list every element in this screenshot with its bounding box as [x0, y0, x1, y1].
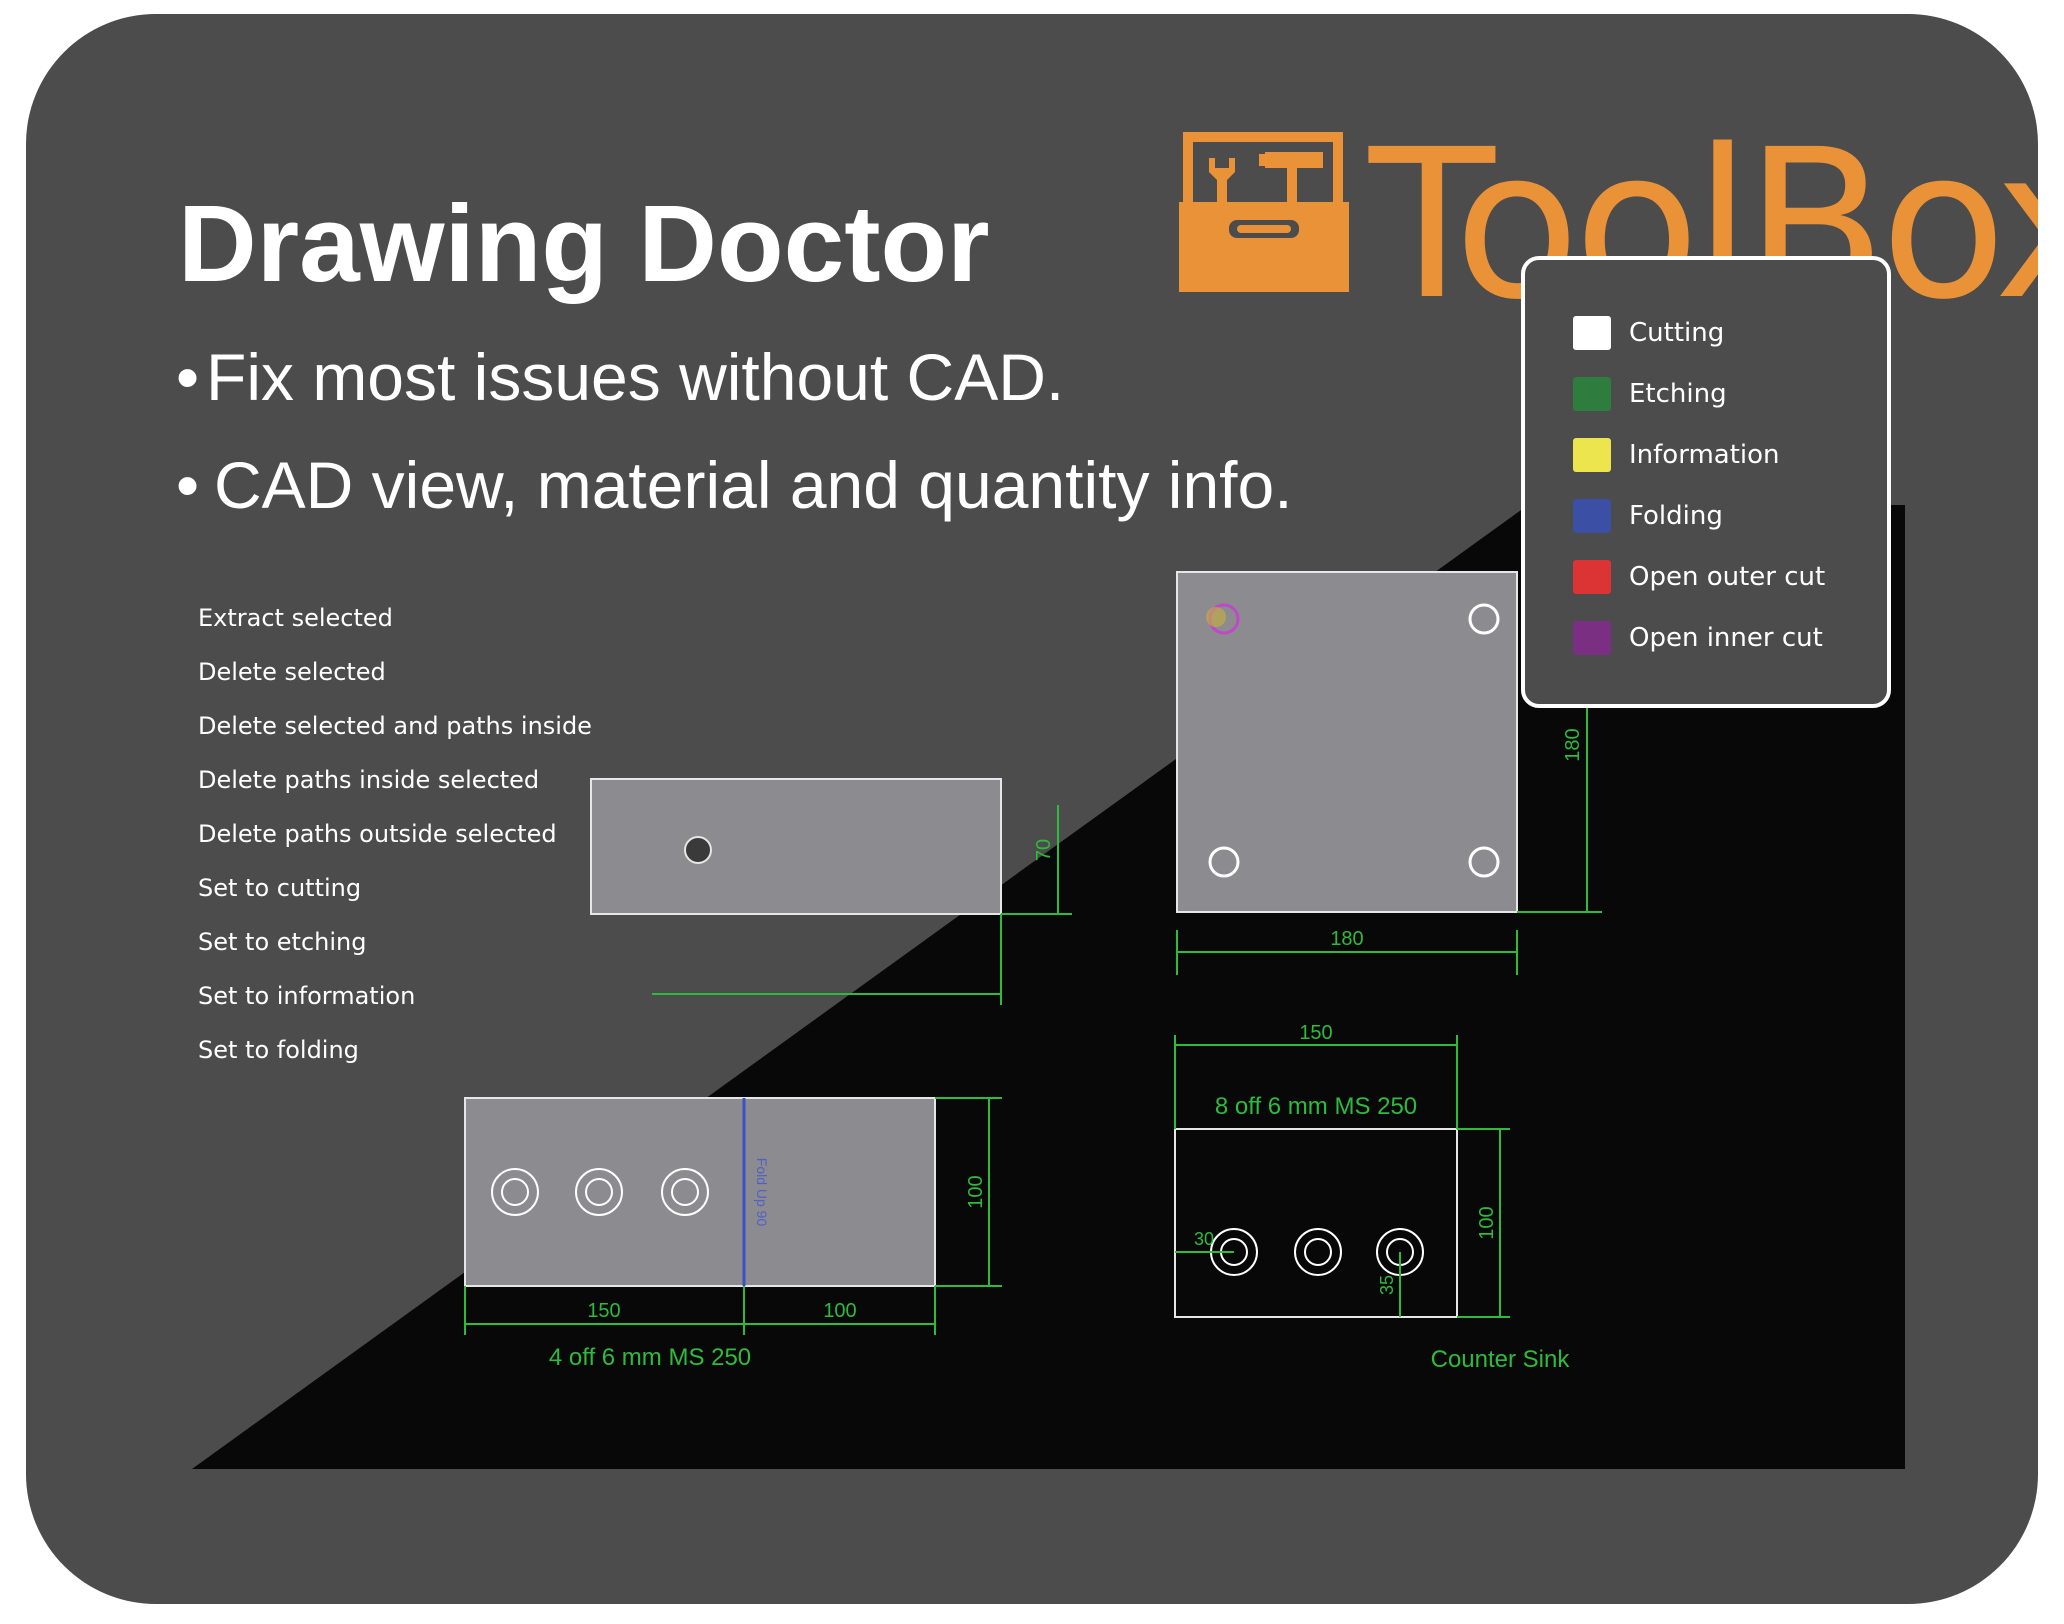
legend-label: Etching [1629, 379, 1727, 409]
cad-part-top-right[interactable]: 180 180 Ta [1176, 535, 1602, 975]
color-swatch [1573, 621, 1611, 655]
color-swatch [1573, 377, 1611, 411]
menu-item-delete-selected[interactable]: Delete selected [198, 658, 386, 686]
cad-viewport[interactable]: 180 180 Ta 70 Fold Up 90 [192, 505, 1905, 1469]
legend-label: Folding [1629, 501, 1723, 531]
dim-label: 30 [1194, 1229, 1214, 1249]
menu-item-delete-paths-inside[interactable]: Delete paths inside selected [198, 766, 540, 794]
cad-part-bottom-left[interactable]: Fold Up 90 150 100 100 4 off 6 mm MS 250 [464, 1097, 1002, 1371]
dim-label: 70 [1033, 839, 1055, 861]
dim-label: 150 [587, 1300, 620, 1322]
cad-part-middle[interactable]: 70 [590, 778, 1072, 1005]
dim-label: 35 [1377, 1275, 1397, 1295]
slide-card: Drawing Doctor •Fix most issues without … [26, 14, 2038, 1604]
feature-bullet: •CAD view, material and quantity info. [176, 452, 1293, 518]
menu-item-set-information[interactable]: Set to information [198, 982, 416, 1010]
feature-bullet: •Fix most issues without CAD. [176, 344, 1064, 410]
legend-label: Open outer cut [1629, 562, 1826, 592]
quantity-label: 4 off 6 mm MS 250 [549, 1344, 751, 1371]
menu-item-delete-selected-and-inside[interactable]: Delete selected and paths inside [198, 712, 592, 740]
menu-item-set-etching[interactable]: Set to etching [198, 928, 367, 956]
color-swatch [1573, 438, 1611, 472]
cad-part-bottom-right[interactable]: 150 8 off 6 mm MS 250 30 35 100 Counter … [1174, 1022, 1571, 1373]
quantity-label: 8 off 6 mm MS 250 [1215, 1093, 1417, 1120]
page-title: Drawing Doctor [178, 183, 990, 305]
menu-item-extract-selected[interactable]: Extract selected [198, 604, 393, 632]
color-swatch [1573, 316, 1611, 350]
color-swatch [1573, 499, 1611, 533]
bullet-dot: • [176, 448, 200, 522]
layer-legend: Cutting Etching Information Folding Open… [1521, 256, 1891, 708]
bullet-dot: • [176, 340, 200, 414]
bullet-text: Fix most issues without CAD. [206, 340, 1065, 414]
bullet-text: CAD view, material and quantity info. [214, 448, 1293, 522]
dim-label: 150 [1299, 1022, 1332, 1044]
dim-label: 180 [1330, 928, 1363, 950]
fold-label: Fold Up 90 [754, 1158, 770, 1227]
menu-item-delete-paths-outside[interactable]: Delete paths outside selected [198, 820, 557, 848]
note-label: Counter Sink [1431, 1346, 1571, 1373]
dim-label: 100 [823, 1300, 856, 1322]
menu-item-set-folding[interactable]: Set to folding [198, 1036, 359, 1064]
dim-label: 100 [965, 1175, 987, 1208]
toolbox-icon [1179, 132, 1349, 292]
color-swatch [1573, 560, 1611, 594]
legend-label: Cutting [1629, 318, 1725, 348]
dim-label: 180 [1562, 728, 1584, 761]
legend-label: Information [1629, 440, 1780, 470]
legend-label: Open inner cut [1629, 623, 1823, 653]
dim-label: 100 [1476, 1206, 1498, 1239]
menu-item-set-cutting[interactable]: Set to cutting [198, 874, 362, 902]
